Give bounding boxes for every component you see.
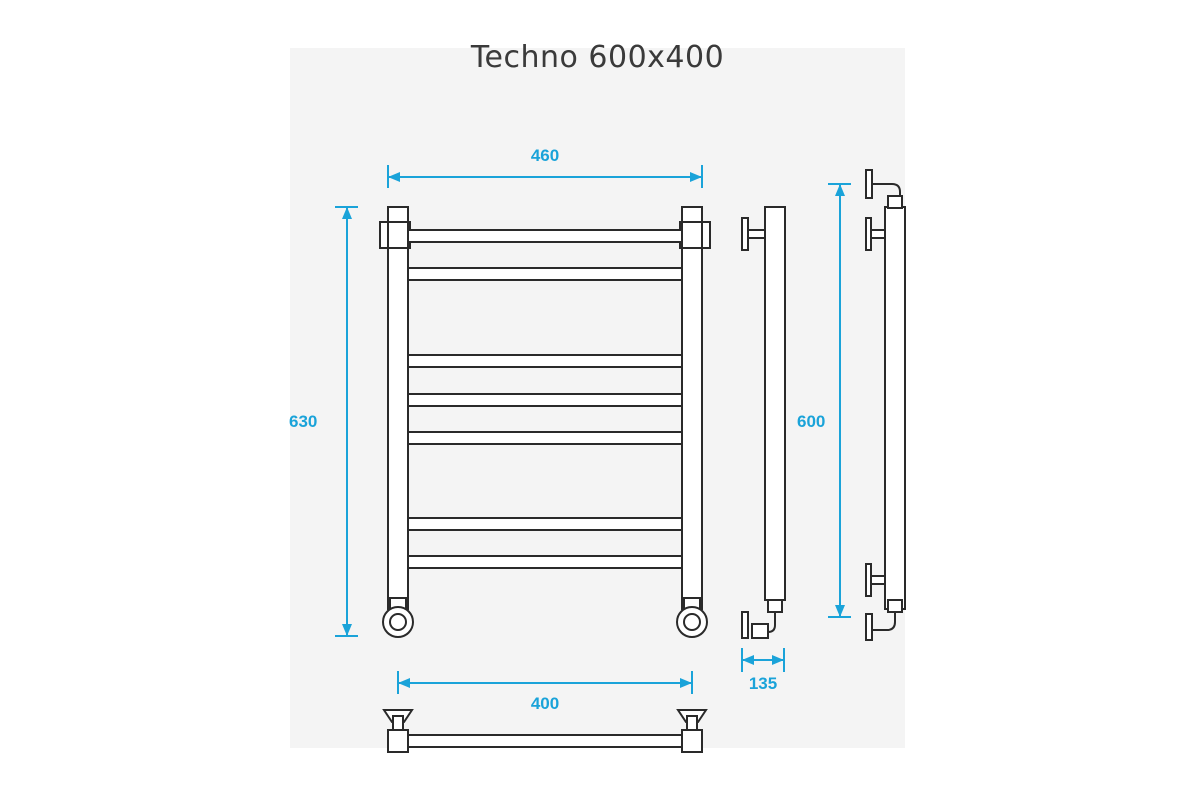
side2-rail [884, 206, 906, 610]
front-view [379, 206, 711, 638]
side-view-2 [865, 169, 906, 641]
dim-front-height [335, 206, 358, 637]
rung [407, 431, 683, 445]
side1-rail [764, 206, 786, 601]
bottom-view [382, 709, 708, 753]
side-view-1 [741, 206, 786, 639]
rung [407, 393, 683, 407]
dim-bottom-width [397, 671, 693, 694]
page-title: Techno 600x400 [470, 40, 725, 75]
rung [407, 555, 683, 569]
rung [407, 267, 683, 281]
front-right-valve [676, 597, 708, 638]
front-left-top-bracket [379, 221, 411, 249]
bottom-bar [387, 734, 703, 748]
rung [407, 354, 683, 368]
front-right-rail [681, 206, 703, 610]
front-left-rail [387, 206, 409, 610]
front-right-top-bracket [679, 221, 711, 249]
label-bottom-width: 400 [530, 694, 560, 713]
dim-side-height [828, 183, 851, 618]
label-front-height: 630 [289, 412, 318, 431]
label-wall-offset: 135 [748, 674, 778, 693]
side1-wall-plate [741, 217, 749, 251]
dim-front-width [387, 165, 703, 188]
front-left-valve [382, 597, 414, 638]
rung [407, 517, 683, 531]
side1-bracket [747, 229, 766, 239]
front-top-bar [407, 229, 683, 243]
front-rungs [407, 267, 683, 569]
label-side-height: 600 [797, 412, 826, 431]
dim-wall-offset [741, 648, 785, 672]
label-front-width: 460 [530, 146, 560, 165]
